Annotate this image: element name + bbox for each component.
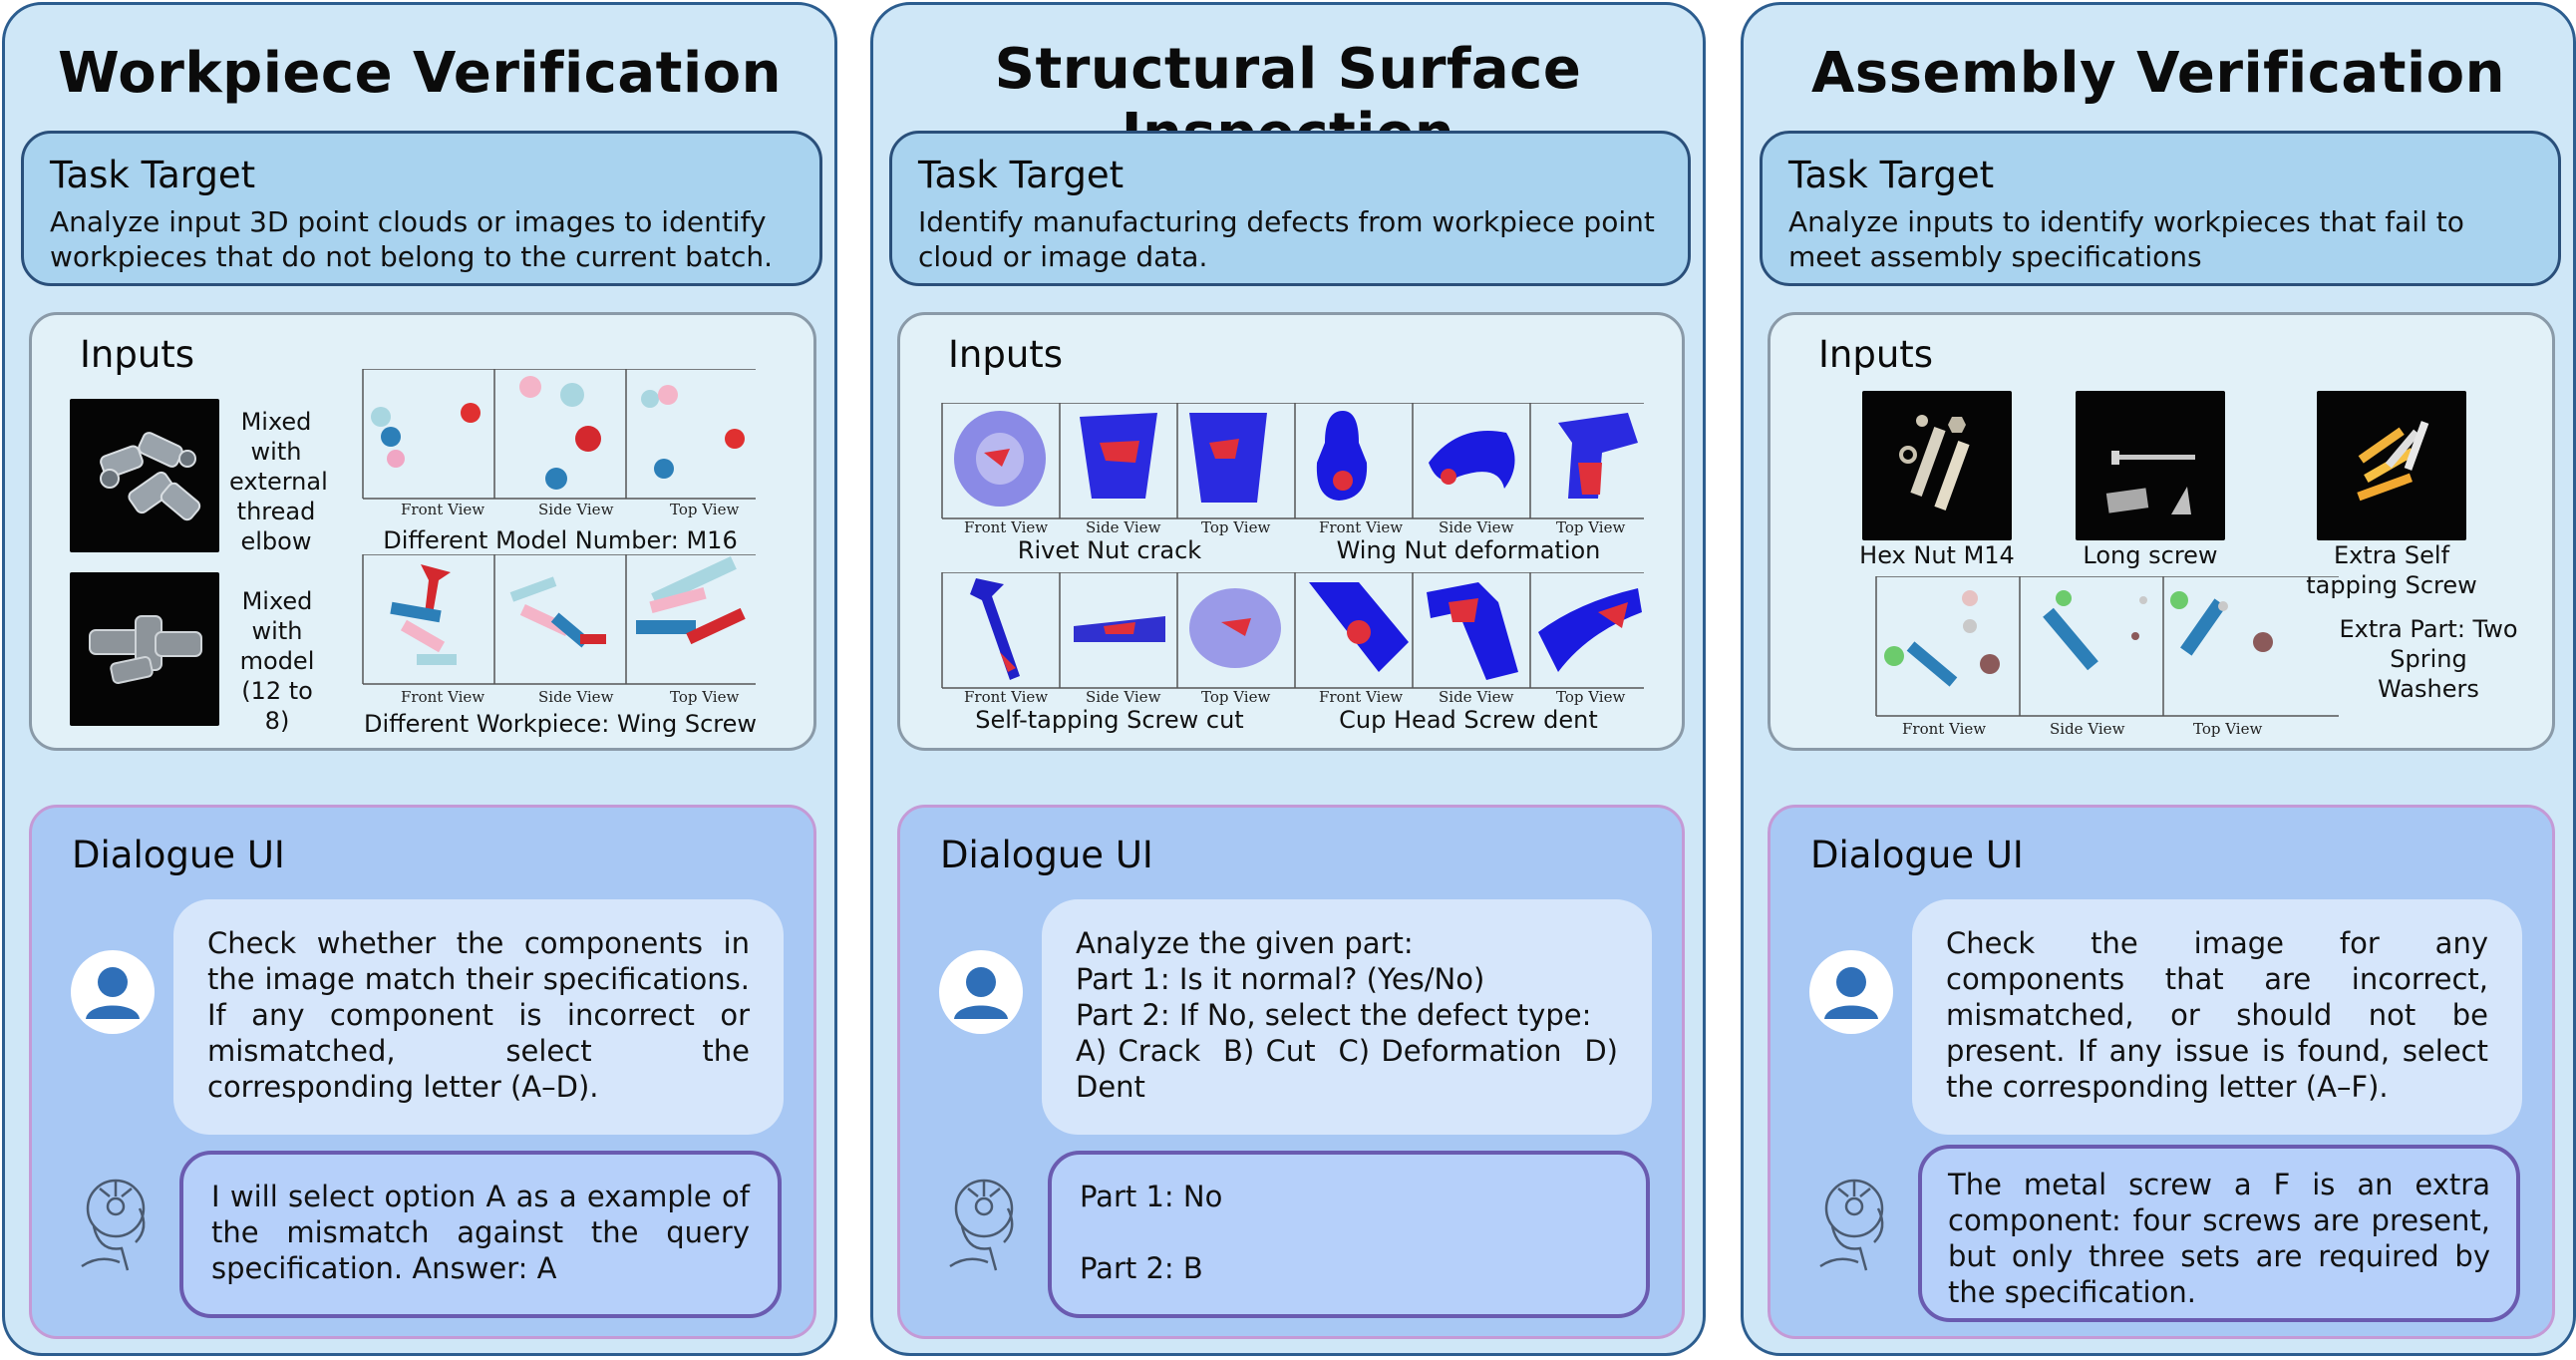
caption-cup-head-screw-dent: Cup Head Screw dent: [1339, 706, 1598, 734]
hex-nut-image: [1899, 415, 1970, 510]
view-label-front: Front View: [1902, 720, 1986, 738]
workpiece-photo-elbow: [70, 399, 219, 552]
view-label-side: Side View: [538, 501, 614, 518]
photo-label-long-screw: Long screw: [2083, 541, 2218, 569]
point-cloud-views-m16: Front View Side View Top View: [362, 369, 756, 518]
task-target-text: Analyze input 3D point clouds or images …: [50, 205, 774, 273]
defect-views-row-1: Front View Side View Top View Front View…: [941, 403, 1644, 536]
dialogue-title: Dialogue UI: [72, 834, 285, 876]
user-message-bubble: Check the image for any components that …: [1912, 899, 2522, 1135]
user-message-line: Part 1: Is it normal? (Yes/No): [1076, 962, 1485, 996]
ai-message-line: Part 1: No: [1080, 1180, 1223, 1213]
user-message-line: A) Crack B) Cut C) Deformation D) Dent: [1076, 1034, 1628, 1104]
assembly-views: Front View Side View Top View: [1875, 576, 2339, 738]
view-label-front: Front View: [401, 688, 484, 706]
task-target-title: Task Target: [918, 154, 1125, 196]
view-label-top: Top View: [1556, 518, 1625, 536]
inputs-title: Inputs: [948, 333, 1064, 376]
self-tapping-screw-image: [2357, 421, 2429, 502]
user-message-bubble: Check whether the components in the imag…: [173, 899, 784, 1135]
dialogue-title: Dialogue UI: [1810, 834, 2024, 876]
point-cloud-views-wing-screw: Front View Side View Top View: [362, 554, 756, 706]
long-screw-image: [2105, 451, 2195, 514]
photo-label-model: Mixed with model (12 to 8): [239, 587, 315, 735]
caption-wing-screw: Different Workpiece: Wing Screw: [363, 710, 758, 738]
inputs-box: Inputs Hex Nut M14 Long screw: [1768, 312, 2555, 751]
photo-label-hex-nut: Hex Nut M14: [1859, 541, 2015, 569]
view-label-side: Side View: [1086, 688, 1161, 706]
view-label-front: Front View: [964, 688, 1048, 706]
view-label-front: Front View: [1319, 688, 1403, 706]
elbow-fittings-image: [100, 432, 201, 521]
extra-part-label: Extra Part: Two Spring Washers: [2339, 615, 2518, 703]
view-label-side: Side View: [1439, 518, 1514, 536]
user-message-line: Part 2: If No, select the defect type:: [1076, 998, 1592, 1032]
view-label-side: Side View: [1439, 688, 1514, 706]
task-target-box: Task Target Analyze inputs to identify w…: [1760, 131, 2561, 286]
inputs-title: Inputs: [1818, 333, 1934, 376]
task-target-box: Task Target Identify manufacturing defec…: [889, 131, 1691, 286]
ai-message-bubble: I will select option A as a example of t…: [179, 1151, 782, 1318]
view-label-top: Top View: [670, 688, 739, 706]
caption-self-tapping-screw-cut: Self-tapping Screw cut: [975, 706, 1244, 734]
dialogue-ui-box: Dialogue UI Check the image for any comp…: [1768, 805, 2555, 1339]
assembly-photo-self-tapping-screw: [2317, 391, 2466, 540]
assembly-photo-hex-nut: [1862, 391, 2012, 540]
view-label-front: Front View: [964, 518, 1048, 536]
dialogue-ui-box: Dialogue UI Analyze the given part: Part…: [897, 805, 1685, 1339]
user-message-bubble: Analyze the given part: Part 1: Is it no…: [1042, 899, 1652, 1135]
view-label-top: Top View: [1201, 688, 1270, 706]
view-label-top: Top View: [670, 501, 739, 518]
panel-assembly-verification: Assembly Verification Task Target Analyz…: [1741, 2, 2576, 1356]
task-target-box: Task Target Analyze input 3D point cloud…: [21, 131, 822, 286]
panel-title: Assembly Verification: [1810, 41, 2506, 106]
view-label-top: Top View: [1556, 688, 1625, 706]
robot-avatar-icon: [81, 1179, 146, 1271]
caption-m16: Different Model Number: M16: [383, 526, 738, 554]
user-avatar-icon: [71, 950, 155, 1034]
inputs-box: Inputs Front View Side View: [897, 312, 1685, 751]
task-target-title: Task Target: [50, 154, 256, 196]
panel-title: Workpiece Verification: [58, 41, 782, 106]
caption-rivet-nut-crack: Rivet Nut crack: [1017, 536, 1202, 564]
task-target-title: Task Target: [1788, 154, 1995, 196]
robot-avatar-icon: [949, 1179, 1014, 1271]
view-label-side: Side View: [2050, 720, 2125, 738]
defect-views-row-2: Front View Side View Top View Front View…: [941, 572, 1644, 706]
task-target-text: Analyze inputs to identify workpieces th…: [1788, 205, 2464, 273]
user-message-line: Analyze the given part:: [1076, 926, 1414, 960]
panel-workpiece-verification: Workpiece Verification Task Target Analy…: [2, 2, 837, 1356]
view-label-top: Top View: [2193, 720, 2262, 738]
inputs-title: Inputs: [80, 333, 195, 376]
ai-message-bubble: The metal screw a F is an extra componen…: [1918, 1145, 2520, 1322]
dialogue-ui-box: Dialogue UI Check whether the components…: [29, 805, 816, 1339]
inputs-box: Inputs Mixed with external thread elbow: [29, 312, 816, 751]
caption-wing-nut-deformation: Wing Nut deformation: [1336, 536, 1601, 564]
photo-label-elbow: Mixed with external thread elbow: [229, 408, 328, 555]
ai-message-line: Part 2: B: [1080, 1251, 1203, 1285]
view-label-top: Top View: [1201, 518, 1270, 536]
view-label-front: Front View: [401, 501, 484, 518]
panel-structural-surface-inspection: Structural Surface Inspection Task Targe…: [870, 2, 1706, 1356]
task-target-text: Identify manufacturing defects from work…: [918, 205, 1655, 273]
user-avatar-icon: [939, 950, 1023, 1034]
mixed-model-image: [89, 615, 202, 685]
ai-message-bubble: Part 1: No Part 2: B: [1048, 1151, 1650, 1318]
view-label-side: Side View: [538, 688, 614, 706]
dialogue-title: Dialogue UI: [940, 834, 1153, 876]
line-spacer: [1080, 1214, 1618, 1250]
workpiece-photo-model: [70, 572, 219, 726]
user-avatar-icon: [1809, 950, 1893, 1034]
assembly-photo-long-screw: [2076, 391, 2225, 540]
view-label-front: Front View: [1319, 518, 1403, 536]
robot-avatar-icon: [1819, 1179, 1884, 1271]
view-label-side: Side View: [1086, 518, 1161, 536]
